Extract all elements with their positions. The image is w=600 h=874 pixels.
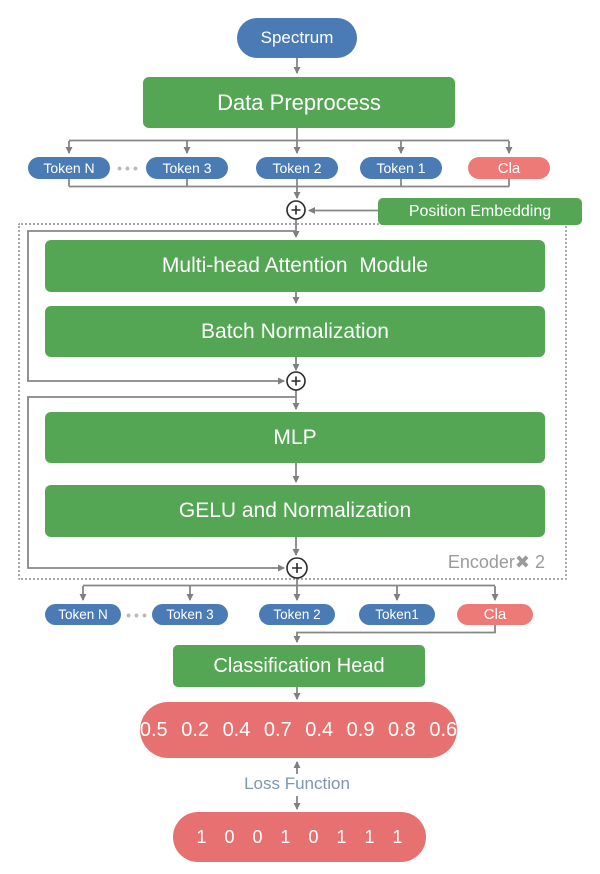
token-n-bottom: Token N [45,604,121,625]
add-icon [286,371,306,391]
node-multi-head-attention: Multi-head Attention Module [45,240,545,292]
ellipsis-dots: ••• [117,160,141,176]
node-gelu-normalization: GELU and Normalization [45,485,545,537]
token-1-top: Token 1 [360,157,442,179]
wires-group [27,58,513,810]
cla-token-bottom: Cla [457,604,533,625]
node-data-preprocess: Data Preprocess [143,77,455,128]
token-2-top: Token 2 [256,157,338,179]
token-2-bottom: Token 2 [259,604,335,625]
cla-token-top: Cla [468,157,550,179]
encoder-outline [18,223,567,580]
wire-residual-1 [27,230,296,385]
add-icons [286,200,308,579]
node-spectrum: Spectrum [237,18,357,58]
wire-cla-classification [293,625,496,643]
loss-function-label: Loss Function [244,774,350,793]
node-mlp: MLP [45,412,545,463]
node-batch-normalization: Batch Normalization [45,306,545,357]
node-position-embedding: Position Embedding [378,198,582,225]
ellipsis-dots: ••• [126,606,150,623]
wire-residual-2 [27,396,296,572]
token-n-top: Token N [28,157,110,179]
encoder-repeat-label: Encoder✖ 2 [447,552,545,572]
token-3-bottom: Token 3 [152,604,228,625]
output-ground-truth: 1 0 0 1 0 1 1 1 [173,812,426,862]
token-1-bottom: Token1 [359,604,435,625]
node-classification-head: Classification Head [173,645,425,687]
output-probabilities: 0.5 0.2 0.4 0.7 0.4 0.9 0.8 0.6 [140,702,457,758]
token-3-top: Token 3 [146,157,228,179]
add-icon [286,557,308,579]
add-icon [286,200,306,220]
